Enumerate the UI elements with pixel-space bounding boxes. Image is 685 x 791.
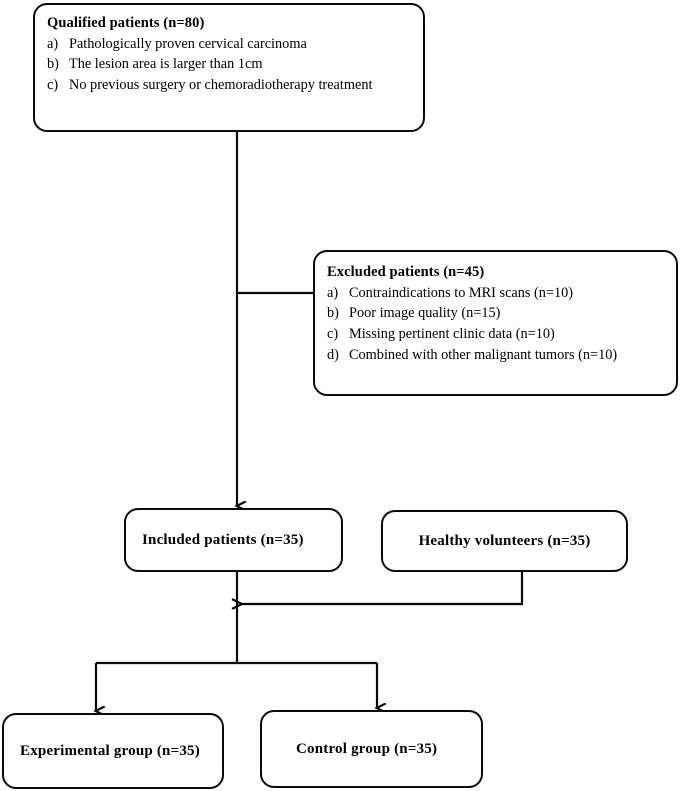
list-marker: d)	[327, 346, 339, 363]
qualified-criteria-list: a) Pathologically proven cervical carcin…	[47, 34, 413, 96]
node-included-patients: Included patients (n=35)	[124, 508, 343, 572]
list-item: c) No previous surgery or chemoradiother…	[47, 75, 413, 96]
list-marker: b)	[47, 56, 59, 73]
list-text: Pathologically proven cervical carcinoma	[69, 35, 307, 52]
list-item: b) Poor image quality (n=15)	[327, 303, 666, 324]
edge-healthy-to-merge	[242, 572, 524, 604]
node-control-group: Control group (n=35)	[260, 710, 483, 788]
list-text: Contraindications to MRI scans (n=10)	[349, 284, 574, 301]
list-marker: a)	[47, 35, 59, 52]
list-item: a) Pathologically proven cervical carcin…	[47, 34, 413, 55]
list-item: c) Missing pertinent clinic data (n=10)	[327, 324, 666, 345]
qualified-title: Qualified patients (n=80)	[47, 15, 205, 31]
node-qualified-patients: Qualified patients (n=80) a) Pathologica…	[33, 3, 425, 132]
list-text: No previous surgery or chemoradiotherapy…	[69, 77, 373, 94]
excluded-title: Excluded patients (n=45)	[327, 264, 485, 280]
excluded-criteria-list: a) Contraindications to MRI scans (n=10)…	[327, 283, 666, 366]
node-healthy-volunteers: Healthy volunteers (n=35)	[381, 510, 628, 572]
list-marker: a)	[327, 284, 339, 301]
control-label: Control group (n=35)	[296, 740, 438, 757]
list-item: b) The lesion area is larger than 1cm	[47, 54, 413, 75]
list-text: Poor image quality (n=15)	[349, 305, 501, 322]
list-text: Missing pertinent clinic data (n=10)	[349, 326, 555, 343]
list-marker: b)	[327, 305, 339, 322]
list-item: a) Contraindications to MRI scans (n=10)	[327, 283, 666, 304]
list-text: The lesion area is larger than 1cm	[69, 56, 263, 73]
node-excluded-patients: Excluded patients (n=45) a) Contraindica…	[313, 250, 678, 396]
healthy-label: Healthy volunteers (n=35)	[418, 532, 591, 549]
list-marker: c)	[327, 326, 339, 343]
list-text: Combined with other malignant tumors (n=…	[349, 346, 618, 363]
experimental-label: Experimental group (n=35)	[20, 742, 200, 759]
node-experimental-group: Experimental group (n=35)	[2, 713, 224, 789]
included-label: Included patients (n=35)	[142, 531, 304, 548]
list-item: d) Combined with other malignant tumors …	[327, 345, 666, 366]
list-marker: c)	[47, 77, 59, 94]
